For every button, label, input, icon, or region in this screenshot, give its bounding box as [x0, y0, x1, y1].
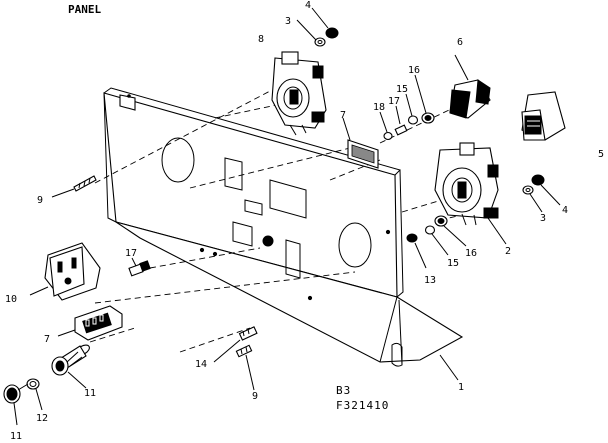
callout-16-bottom: 16 [465, 248, 477, 259]
callout-3-top: 3 [285, 16, 291, 27]
cap-part-4-right [531, 174, 561, 206]
callout-17-left: 17 [125, 248, 137, 259]
screw-part-18-top [379, 111, 393, 141]
callout-labels: 4 3 8 6 16 15 17 18 7 5 9 4 3 2 16 15 13… [5, 0, 604, 442]
callout-12: 12 [36, 413, 48, 424]
plate-part-7-top [342, 117, 379, 169]
receptacle-part-10 [29, 242, 101, 301]
callout-18: 18 [373, 102, 385, 113]
bolt-part-17-left [128, 257, 151, 277]
switch-part-8 [271, 51, 327, 136]
callout-11-mid: 11 [84, 388, 96, 399]
callout-7-top: 7 [340, 110, 346, 121]
callout-2: 2 [505, 246, 511, 257]
screw-part-9-left [51, 175, 97, 198]
screw-part-9-bottom [235, 344, 255, 391]
callout-13: 13 [424, 275, 436, 286]
callout-15-bottom: 15 [447, 258, 459, 269]
spacer-part-17-top [394, 105, 408, 136]
callout-8: 8 [258, 34, 264, 45]
leader-part-1 [439, 354, 459, 381]
cap-part-4-top [311, 7, 339, 39]
nut-part-3-top [296, 19, 326, 47]
nut-part-3-right [522, 185, 543, 213]
callout-1: 1 [458, 382, 464, 393]
cap-part-16-top [414, 74, 435, 124]
callout-7-left: 7 [44, 334, 50, 345]
callout-9-bottom: 9 [252, 391, 258, 402]
holder-part-7-left [57, 305, 123, 341]
callout-6: 6 [457, 37, 463, 48]
rocker-switch-part-6 [449, 54, 491, 119]
nut-part-13 [406, 233, 427, 269]
drawing-code-line-1: B3 [336, 384, 351, 397]
callout-17-top: 17 [388, 96, 400, 107]
diagram-title: PANEL [68, 3, 101, 16]
callout-4-top: 4 [305, 0, 311, 11]
spacer-part-14 [213, 326, 258, 363]
nut-part-15-top [405, 93, 419, 125]
callout-4-right: 4 [562, 205, 568, 216]
callout-9-left: 9 [37, 195, 43, 206]
callout-14: 14 [195, 359, 207, 370]
rocker-switch-part-5 [521, 91, 566, 141]
callout-3-right: 3 [540, 213, 546, 224]
switch-part-2 [434, 142, 507, 245]
cap-part-16-bottom [434, 215, 467, 247]
main-panel-part-1 [103, 87, 464, 367]
drawing-code-line-2: F321410 [336, 399, 389, 412]
fuse-holder-part-11-mid [51, 344, 90, 389]
callout-11-bottom: 11 [10, 431, 22, 442]
fuse-cap-part-11-bottom [3, 383, 29, 426]
callout-5: 5 [598, 149, 604, 160]
callout-15-top: 15 [396, 84, 408, 95]
nut-part-15-bottom [424, 225, 449, 256]
callout-16-top: 16 [408, 65, 420, 76]
callout-10: 10 [5, 294, 17, 305]
spring-part-12 [26, 378, 43, 411]
